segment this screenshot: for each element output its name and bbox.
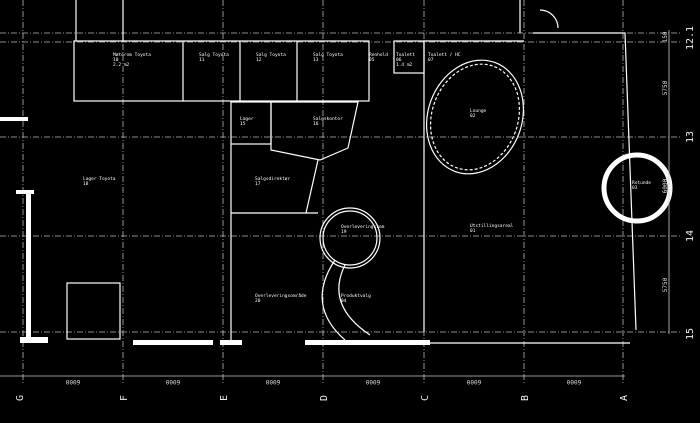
column-axis-labels: G F E D C B A <box>15 395 630 401</box>
svg-text:B: B <box>520 395 531 401</box>
svg-text:Lounge: Lounge <box>470 108 487 114</box>
svg-text:11: 11 <box>199 57 205 63</box>
svg-text:15: 15 <box>685 328 696 340</box>
svg-text:150: 150 <box>662 31 669 42</box>
svg-text:Rotunde: Rotunde <box>632 180 651 186</box>
svg-text:12.1: 12.1 <box>685 26 696 50</box>
svg-text:Produktvalg: Produktvalg <box>341 293 371 299</box>
svg-text:Overleveringsområde: Overleveringsområde <box>255 292 307 299</box>
svg-text:Lager Toyota: Lager Toyota <box>83 176 116 182</box>
svg-text:Salgskontor: Salgskontor <box>313 116 343 122</box>
svg-text:2.2 m2: 2.2 m2 <box>113 62 130 68</box>
svg-text:Møterom Toyota: Møterom Toyota <box>113 52 151 58</box>
svg-text:18: 18 <box>83 181 89 187</box>
svg-text:6000: 6000 <box>365 378 380 385</box>
svg-text:Utstillingsareal: Utstillingsareal <box>470 223 514 229</box>
svg-text:E: E <box>219 395 230 401</box>
svg-text:Renhold: Renhold <box>369 52 388 58</box>
svg-text:19: 19 <box>341 229 347 235</box>
svg-text:D: D <box>319 395 330 401</box>
svg-text:Lager: Lager <box>240 116 254 122</box>
walls <box>0 0 673 345</box>
svg-text:6000: 6000 <box>466 378 481 385</box>
svg-text:10: 10 <box>113 57 119 63</box>
svg-text:12: 12 <box>256 57 262 63</box>
svg-text:6000: 6000 <box>265 378 280 385</box>
svg-text:02: 02 <box>470 113 476 119</box>
svg-text:Salgsdirektør: Salgsdirektør <box>255 176 291 182</box>
row-axis-labels: 12.1 13 14 15 <box>685 26 696 340</box>
svg-text:13: 13 <box>685 131 696 143</box>
svg-text:03: 03 <box>632 185 638 191</box>
svg-text:Toalett: Toalett <box>396 52 415 58</box>
svg-text:16: 16 <box>313 121 319 127</box>
svg-text:5750: 5750 <box>662 277 669 292</box>
svg-text:20: 20 <box>255 298 261 304</box>
svg-text:Overleveringsrom: Overleveringsrom <box>341 224 385 230</box>
svg-text:6000: 6000 <box>165 378 180 385</box>
svg-text:6000: 6000 <box>566 378 581 385</box>
svg-text:14: 14 <box>685 230 696 242</box>
svg-text:13: 13 <box>313 57 319 63</box>
svg-text:1.4 m2: 1.4 m2 <box>396 62 413 68</box>
svg-text:04: 04 <box>341 298 347 304</box>
svg-text:Salg Toyota: Salg Toyota <box>199 52 229 58</box>
svg-text:G: G <box>15 395 26 401</box>
svg-text:15: 15 <box>240 121 246 127</box>
svg-text:C: C <box>420 395 431 401</box>
svg-text:6000: 6000 <box>662 178 669 193</box>
row-dimension-line: 150 5750 6000 5750 <box>662 30 670 334</box>
svg-text:6000: 6000 <box>65 378 80 385</box>
svg-text:F: F <box>119 395 130 401</box>
svg-text:Salg Toyota: Salg Toyota <box>256 52 286 58</box>
svg-text:17: 17 <box>255 181 261 187</box>
svg-text:07: 07 <box>428 57 434 63</box>
svg-text:Toalett / HC: Toalett / HC <box>428 52 461 58</box>
svg-text:05: 05 <box>369 57 375 63</box>
svg-text:01: 01 <box>470 228 476 234</box>
svg-text:06: 06 <box>396 57 402 63</box>
svg-text:5750: 5750 <box>662 80 669 95</box>
column-dimension-line: 6000 6000 6000 6000 6000 6000 <box>0 375 625 385</box>
svg-text:Salg Toyota: Salg Toyota <box>313 52 343 58</box>
svg-text:A: A <box>619 395 630 401</box>
